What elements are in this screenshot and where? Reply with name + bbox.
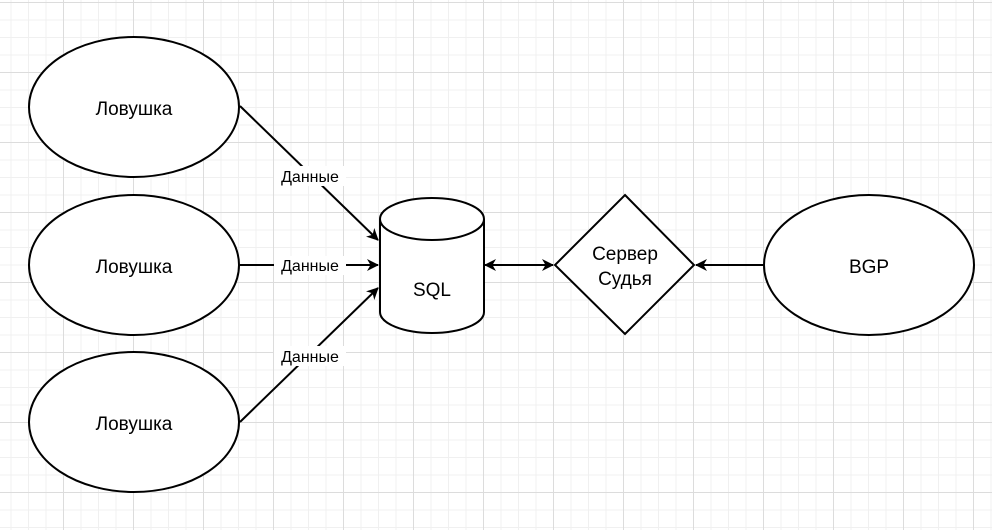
node-trap-1[interactable]: Ловушка	[28, 36, 240, 178]
ellipse-shape[interactable]	[763, 194, 975, 336]
cylinder-body[interactable]	[379, 197, 485, 334]
node-label-line1: Сервер	[592, 244, 658, 265]
node-bgp[interactable]: BGP	[763, 194, 975, 336]
ellipse-shape[interactable]	[28, 351, 240, 493]
node-trap-3[interactable]: Ловушка	[28, 351, 240, 493]
ellipse-shape[interactable]	[28, 36, 240, 178]
node-trap-2[interactable]: Ловушка	[28, 194, 240, 336]
node-label: BGP	[849, 257, 889, 278]
node-label: SQL	[413, 280, 451, 301]
rhombus-shape[interactable]	[553, 193, 696, 336]
node-label-line2: Судья	[598, 269, 652, 290]
ellipse-shape[interactable]	[28, 194, 240, 336]
edge-label-text: Данные	[281, 258, 339, 275]
node-label: Ловушка	[96, 99, 173, 120]
node-label: Ловушка	[96, 414, 173, 435]
node-label: Ловушка	[96, 257, 173, 278]
edge-label-3: Данные	[274, 346, 346, 366]
edge-label-text: Данные	[281, 349, 339, 366]
cylinder-rim	[379, 218, 485, 241]
edge-label-1: Данные	[274, 166, 346, 186]
node-sql-database[interactable]: SQL	[379, 197, 485, 334]
edge-label-2: Данные	[274, 256, 346, 275]
edge-label-text: Данные	[281, 169, 339, 186]
node-server-judge[interactable]: Сервер Судья	[553, 193, 696, 336]
